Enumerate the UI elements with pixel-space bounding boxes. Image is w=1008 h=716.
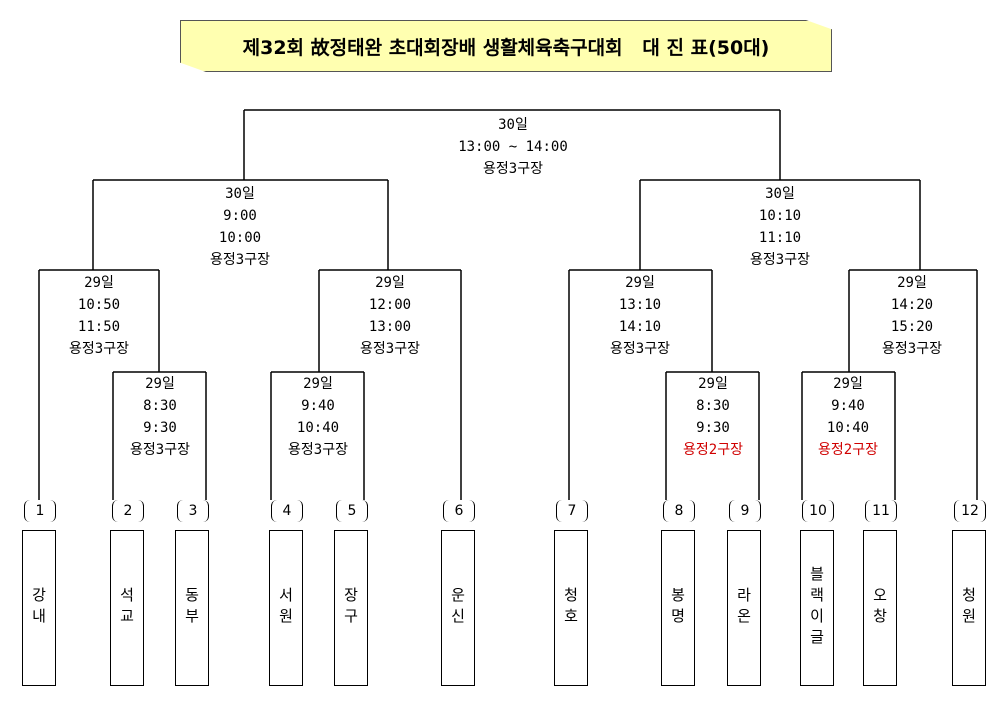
bracket-qf-2: [318, 269, 462, 500]
seed-number: 9: [729, 500, 761, 522]
bracket-r1-c: [665, 371, 760, 500]
seed-number: 4: [271, 500, 303, 522]
match-time: 9:40: [831, 398, 865, 414]
match-date: 29일: [897, 275, 927, 291]
match-time: 10:10: [758, 208, 802, 224]
seed-number: 3: [177, 500, 209, 522]
match-time: 9:30: [143, 420, 177, 436]
match-venue: 용정3구장: [130, 442, 190, 458]
seed-number: 8: [663, 500, 695, 522]
match-venue: 용정3구장: [882, 341, 942, 357]
bracket-final: [243, 109, 781, 180]
match-label-final: 30일 13:00 ~ 14:00 용정3구장: [433, 114, 593, 180]
bracket-r1-a: [112, 371, 207, 500]
match-date: 29일: [145, 376, 175, 392]
match-label-r1-b: 29일 9:40 10:40 용정3구장: [238, 373, 398, 461]
match-label-qf-4: 29일 14:20 15:20 용정3구장: [832, 272, 992, 360]
match-time: 13:10: [618, 297, 662, 313]
match-time: 10:40: [826, 420, 870, 436]
seed-number: 12: [954, 500, 986, 522]
team-box: 청원: [952, 530, 986, 686]
match-label-qf-2: 29일 12:00 13:00 용정3구장: [310, 272, 470, 360]
match-label-r1-d: 29일 9:40 10:40 용정2구장: [768, 373, 928, 461]
match-time: 15:20: [890, 319, 934, 335]
match-date: 30일: [225, 186, 255, 202]
team-box: 동부: [175, 530, 209, 686]
match-date: 29일: [84, 275, 114, 291]
match-time: 10:50: [77, 297, 121, 313]
match-time: 13:00 ~ 14:00: [458, 139, 568, 155]
team-box: 라온: [727, 530, 761, 686]
match-time: 9:40: [301, 398, 335, 414]
bracket-qf-3: [568, 269, 713, 500]
bracket-r1-d: [801, 371, 896, 500]
match-time: 9:30: [696, 420, 730, 436]
match-venue: 용정2구장: [818, 442, 878, 458]
match-label-semi-l: 30일 9:00 10:00 용정3구장: [160, 183, 320, 271]
match-date: 30일: [498, 117, 528, 133]
match-date: 30일: [765, 186, 795, 202]
match-time: 8:30: [696, 398, 730, 414]
page-title: 제32회 故정태완 초대회장배 생활체육축구대회 대 진 표(50대): [242, 36, 770, 59]
bracket-qf-4: [848, 269, 978, 500]
match-venue: 용정3구장: [288, 442, 348, 458]
team-box: 청호: [554, 530, 588, 686]
match-label-r1-a: 29일 8:30 9:30 용정3구장: [80, 373, 240, 461]
seed-number: 11: [865, 500, 897, 522]
match-venue: 용정2구장: [683, 442, 743, 458]
match-time: 14:10: [618, 319, 662, 335]
match-label-semi-r: 30일 10:10 11:10 용정3구장: [700, 183, 860, 271]
match-venue: 용정3구장: [483, 161, 543, 177]
team-box: 서원: [269, 530, 303, 686]
team-box: 오창: [863, 530, 897, 686]
match-date: 29일: [833, 376, 863, 392]
match-time: 8:30: [143, 398, 177, 414]
match-time: 11:10: [758, 230, 802, 246]
match-time: 13:00: [368, 319, 412, 335]
match-label-qf-3: 29일 13:10 14:10 용정3구장: [560, 272, 720, 360]
match-time: 12:00: [368, 297, 412, 313]
match-venue: 용정3구장: [360, 341, 420, 357]
title-banner: 제32회 故정태완 초대회장배 생활체육축구대회 대 진 표(50대): [180, 20, 832, 72]
match-label-r1-c: 29일 8:30 9:30 용정2구장: [633, 373, 793, 461]
match-label-qf-1: 29일 10:50 11:50 용정3구장: [19, 272, 179, 360]
match-time: 14:20: [890, 297, 934, 313]
match-time: 9:00: [223, 208, 257, 224]
match-venue: 용정3구장: [69, 341, 129, 357]
team-box: 운신: [441, 530, 475, 686]
seed-number: 7: [556, 500, 588, 522]
match-time: 10:40: [296, 420, 340, 436]
team-box: 장구: [334, 530, 368, 686]
match-venue: 용정3구장: [750, 252, 810, 268]
match-date: 29일: [303, 376, 333, 392]
match-venue: 용정3구장: [210, 252, 270, 268]
bracket-qf-1: [38, 269, 160, 500]
seed-number: 6: [443, 500, 475, 522]
match-date: 29일: [625, 275, 655, 291]
match-time: 10:00: [218, 230, 262, 246]
bracket-r1-b: [270, 371, 365, 500]
seed-number: 10: [802, 500, 834, 522]
bracket-semi-left: [92, 179, 389, 270]
match-date: 29일: [375, 275, 405, 291]
team-box: 봉명: [661, 530, 695, 686]
seed-number: 5: [336, 500, 368, 522]
seed-number: 2: [112, 500, 144, 522]
match-time: 11:50: [77, 319, 121, 335]
seed-number: 1: [24, 500, 56, 522]
match-date: 29일: [698, 376, 728, 392]
team-box: 석교: [110, 530, 144, 686]
match-venue: 용정3구장: [610, 341, 670, 357]
team-box: 블랙이글: [800, 530, 834, 686]
bracket-semi-right: [639, 179, 921, 270]
team-box: 강내: [22, 530, 56, 686]
